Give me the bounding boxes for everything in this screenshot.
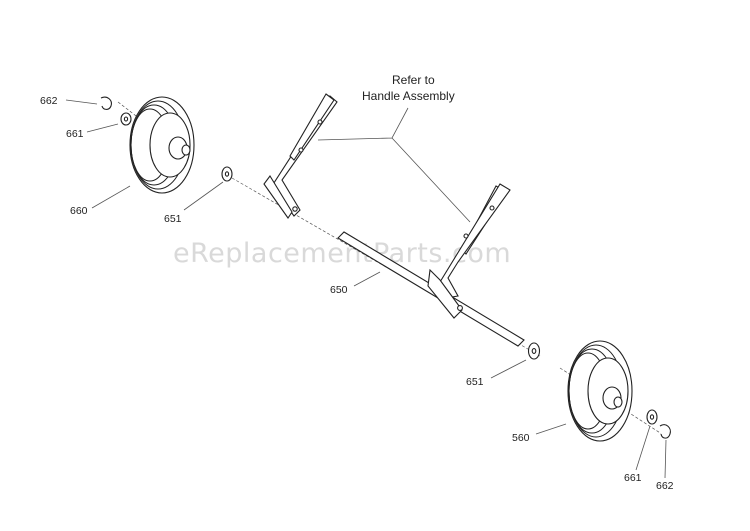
washer-661-bottom xyxy=(646,409,658,425)
leader-651-top xyxy=(183,181,224,211)
callout-leader xyxy=(317,107,471,223)
part-number-662-top: 662 xyxy=(40,95,58,107)
leader-662-top xyxy=(65,99,98,105)
washer-651-top xyxy=(221,166,233,182)
part-number-651-top: 651 xyxy=(164,213,182,225)
part-number-661-bottom: 661 xyxy=(624,472,642,484)
clip-662-bottom xyxy=(659,424,671,439)
wheel-right xyxy=(567,340,633,442)
part-number-662-bottom: 662 xyxy=(656,480,674,492)
handle-bracket-left xyxy=(263,93,338,219)
handle-bracket-right xyxy=(427,183,511,319)
wheel-left xyxy=(129,96,195,194)
part-number-661-top: 661 xyxy=(66,128,84,140)
part-number-650: 650 xyxy=(330,284,348,296)
callout-line1: Refer to xyxy=(392,73,435,87)
leader-660 xyxy=(91,185,131,209)
leader-662-bottom xyxy=(664,439,667,479)
callout-line2: Handle Assembly xyxy=(362,89,455,103)
part-number-560: 560 xyxy=(512,432,530,444)
leader-661-bottom xyxy=(635,425,651,471)
leader-650 xyxy=(353,271,381,287)
clip-662-top xyxy=(100,96,112,110)
leader-560 xyxy=(535,423,567,435)
leader-661-top xyxy=(86,123,119,133)
part-number-651-bottom: 651 xyxy=(466,376,484,388)
washer-651-bottom xyxy=(527,342,541,360)
part-number-660: 660 xyxy=(70,205,88,217)
leader-651-bottom xyxy=(490,359,527,379)
washer-661-top xyxy=(120,112,132,126)
